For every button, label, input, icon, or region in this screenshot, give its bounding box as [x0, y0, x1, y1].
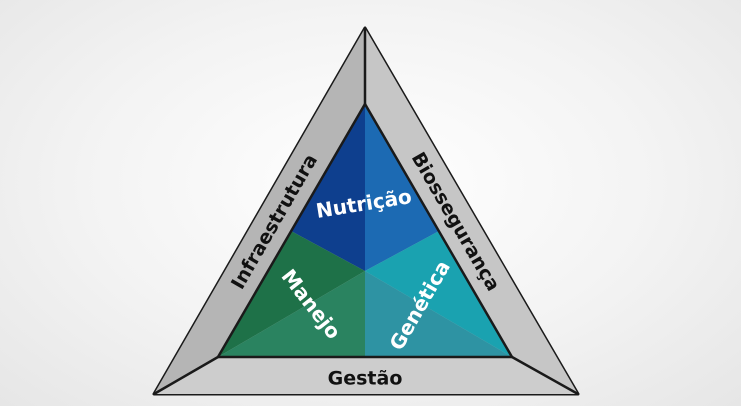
label-gestao: Gestão	[328, 368, 403, 390]
inner-triangle	[216, 102, 514, 359]
frame-bottom-face	[154, 357, 578, 394]
frame-left-face	[154, 28, 365, 394]
sector-manejo-lower	[218, 271, 365, 357]
sector-manejo-upper	[218, 231, 365, 357]
sector-nutricao-right	[365, 104, 439, 271]
frame-bevel-lines	[152, 26, 580, 396]
sector-nutricao-left	[291, 104, 365, 271]
sector-genetica-upper	[365, 231, 512, 357]
frame-right-face	[365, 28, 578, 394]
inner-triangle-outline	[216, 102, 514, 359]
